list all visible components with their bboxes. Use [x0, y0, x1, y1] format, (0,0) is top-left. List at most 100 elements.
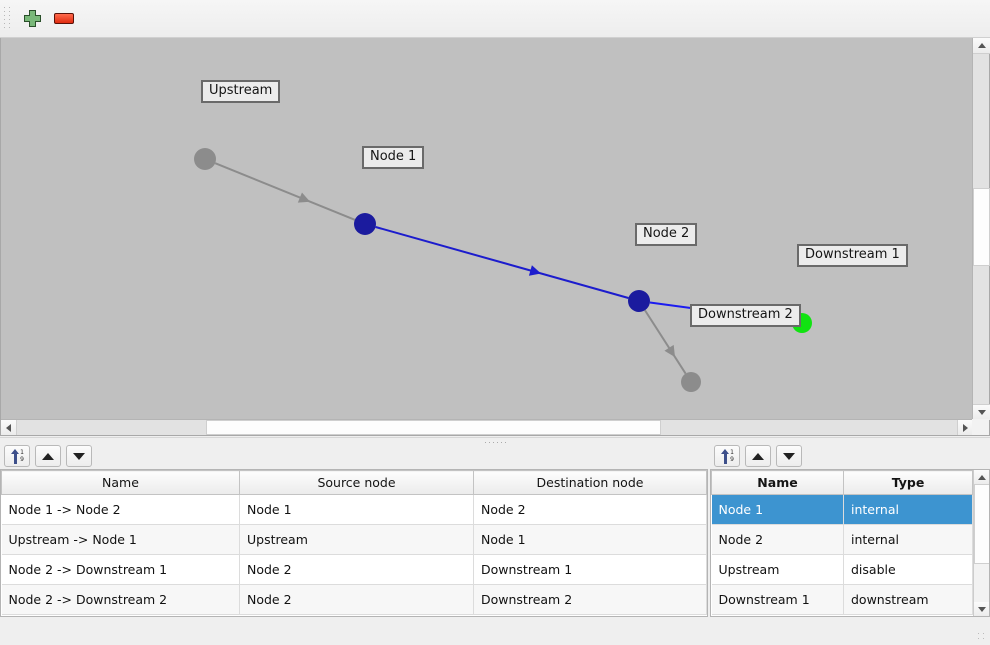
- add-button[interactable]: [16, 4, 48, 34]
- table-cell[interactable]: Node 2 -> Downstream 2: [1, 584, 240, 615]
- triangle-left-icon: [6, 423, 11, 432]
- graph-node-label[interactable]: Downstream 1: [797, 244, 908, 267]
- nodes-scroll-down-button[interactable]: [974, 602, 989, 616]
- graph-node-label[interactable]: Downstream 2: [690, 304, 801, 327]
- graph-edge[interactable]: [644, 309, 687, 375]
- table-cell[interactable]: Upstream: [239, 524, 474, 555]
- graph-node[interactable]: [354, 213, 376, 235]
- triangle-down-icon: [977, 410, 986, 415]
- minus-icon: [54, 13, 74, 24]
- graph-node[interactable]: [194, 148, 216, 170]
- edges-column-header[interactable]: Destination node: [473, 470, 707, 495]
- table-cell[interactable]: Node 2: [473, 494, 707, 525]
- table-cell[interactable]: disable: [843, 554, 973, 585]
- graph-svg: [194, 148, 812, 392]
- nodes-column-header[interactable]: Type: [843, 470, 973, 495]
- scroll-down-button[interactable]: [973, 404, 990, 420]
- nodes-scroll-up-button[interactable]: [974, 470, 989, 484]
- edge-arrowhead: [297, 192, 311, 203]
- remove-button[interactable]: [48, 4, 80, 34]
- splitter-grip-icon: [484, 442, 506, 443]
- hscroll-thumb[interactable]: [206, 420, 661, 435]
- scroll-up-button[interactable]: [973, 38, 990, 54]
- graph-node-label[interactable]: Node 2: [635, 223, 698, 246]
- graph-edge[interactable]: [214, 162, 356, 221]
- table-cell[interactable]: Node 1 -> Node 2: [1, 494, 240, 525]
- triangle-down-icon: [73, 452, 85, 460]
- triangle-up-icon: [42, 452, 54, 460]
- table-cell[interactable]: Node 1: [711, 494, 844, 525]
- scroll-right-button[interactable]: [957, 420, 973, 435]
- graph-node[interactable]: [681, 372, 701, 392]
- edges-column-header[interactable]: Name: [1, 470, 240, 495]
- scroll-left-button[interactable]: [1, 420, 17, 435]
- vscroll-thumb[interactable]: [973, 188, 990, 266]
- nodes-vertical-scrollbar[interactable]: [973, 470, 989, 616]
- canvas-horizontal-scrollbar[interactable]: [1, 419, 973, 435]
- graph-node[interactable]: [628, 290, 650, 312]
- nodes-move-down-button[interactable]: [776, 445, 802, 467]
- table-cell[interactable]: Node 1: [473, 524, 707, 555]
- table-cell[interactable]: Downstream 2: [473, 584, 707, 615]
- main-toolbar: [0, 0, 990, 38]
- triangle-up-icon: [977, 43, 986, 48]
- table-cell[interactable]: internal: [843, 524, 973, 555]
- edge-arrowhead: [664, 344, 676, 358]
- triangle-up-icon: [752, 452, 764, 460]
- table-cell[interactable]: Node 2 -> Downstream 1: [1, 554, 240, 585]
- table-cell[interactable]: Node 2: [239, 584, 474, 615]
- graph-node-label[interactable]: Node 1: [362, 146, 425, 169]
- nodes-vscroll-thumb[interactable]: [974, 484, 989, 564]
- horizontal-splitter[interactable]: [0, 437, 990, 447]
- graph-edge[interactable]: [375, 226, 629, 299]
- table-cell[interactable]: internal: [843, 494, 973, 525]
- table-cell[interactable]: Node 2: [239, 554, 474, 585]
- table-cell[interactable]: Upstream: [711, 554, 844, 585]
- toolbar-drag-handle[interactable]: [2, 6, 12, 31]
- table-cell[interactable]: Downstream 1: [711, 584, 844, 615]
- triangle-right-icon: [963, 423, 968, 432]
- canvas-vertical-scrollbar[interactable]: [972, 38, 990, 420]
- table-cell[interactable]: Upstream -> Node 1: [1, 524, 240, 555]
- edges-move-up-button[interactable]: [35, 445, 61, 467]
- plus-icon: [23, 10, 41, 27]
- nodes-move-up-button[interactable]: [745, 445, 771, 467]
- nodes-column-header[interactable]: Name: [711, 470, 844, 495]
- table-cell[interactable]: Node 1: [239, 494, 474, 525]
- window-resize-grip[interactable]: [978, 633, 986, 641]
- table-cell[interactable]: Node 2: [711, 524, 844, 555]
- triangle-down-icon: [783, 452, 795, 460]
- edges-column-header[interactable]: Source node: [239, 470, 474, 495]
- scrollbar-corner: [972, 419, 989, 435]
- table-cell[interactable]: downstream: [843, 584, 973, 615]
- edges-move-down-button[interactable]: [66, 445, 92, 467]
- table-cell[interactable]: Downstream 1: [473, 554, 707, 585]
- edge-arrowhead: [528, 265, 542, 276]
- graph-node-label[interactable]: Upstream: [201, 80, 281, 103]
